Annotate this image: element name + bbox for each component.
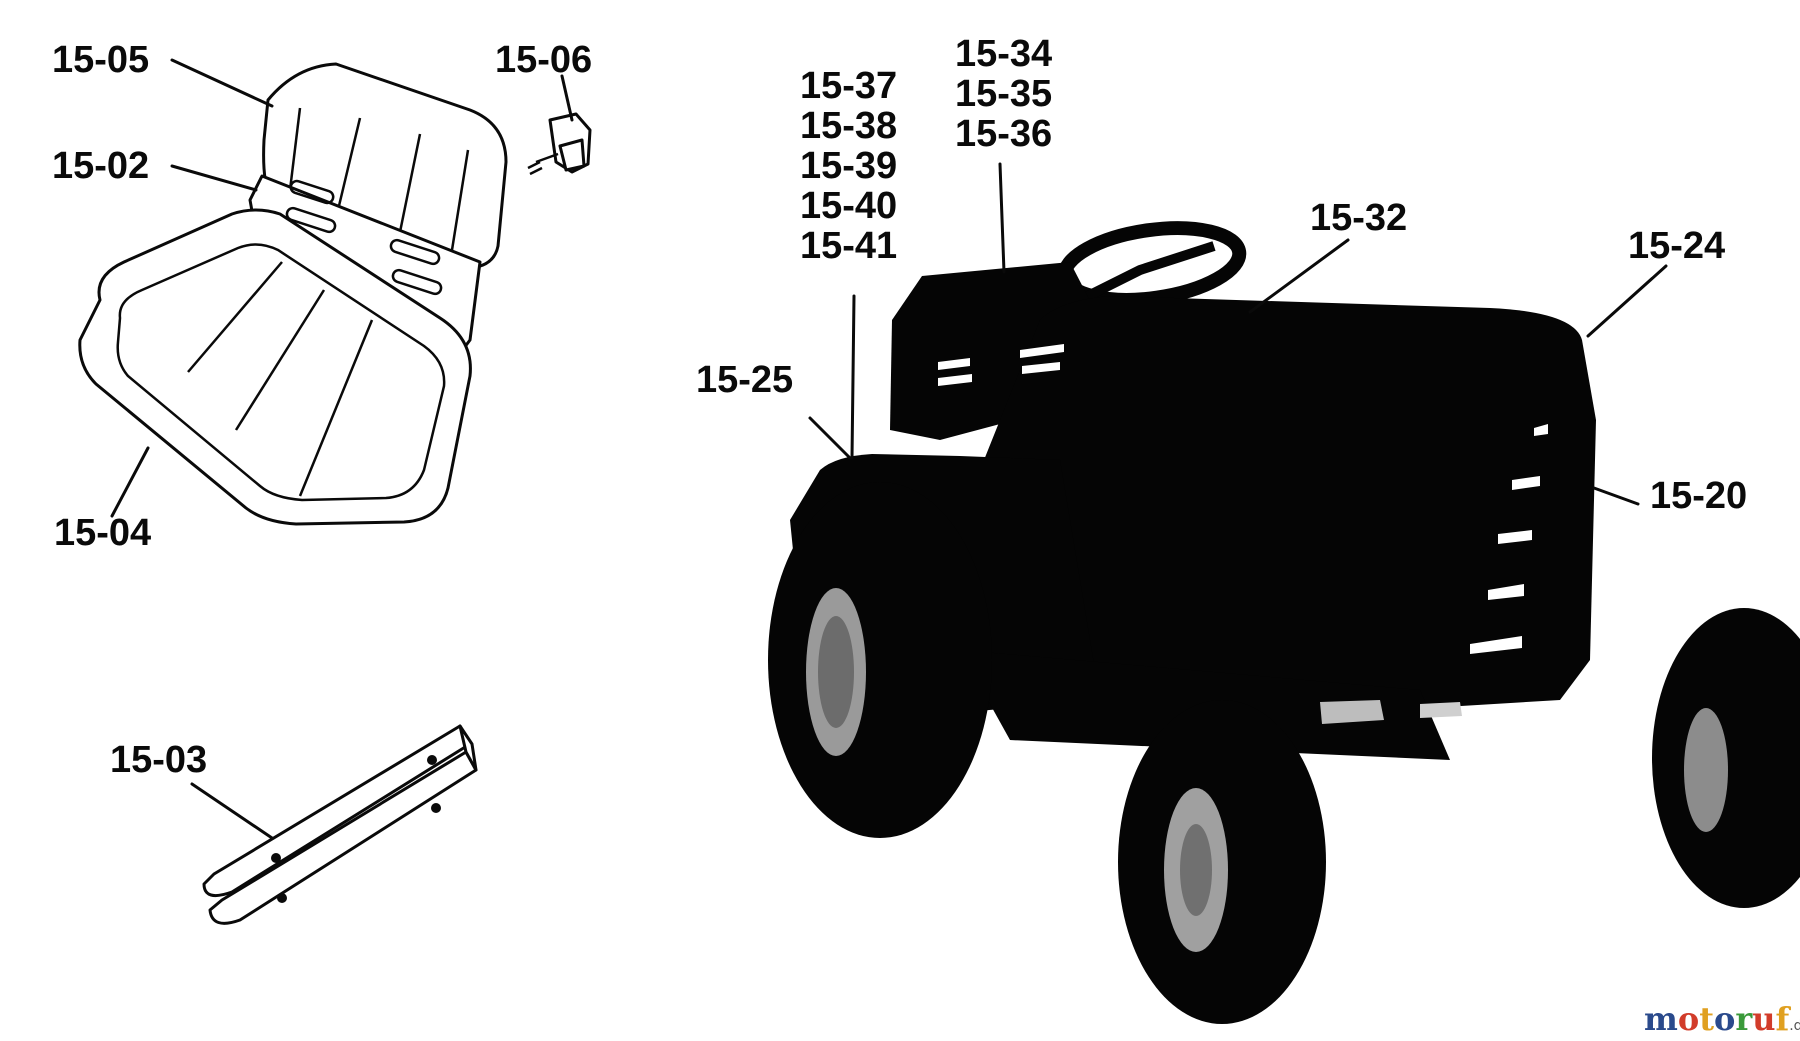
leader-lines [110,58,1668,840]
watermark-logo: motoruf.de [1644,1000,1800,1038]
label-15-03: 15-03 [110,739,207,781]
label-15-24: 15-24 [1628,225,1725,267]
label-15-36: 15-36 [955,113,1052,155]
label-15-37: 15-37 [800,65,897,107]
label-15-39: 15-39 [800,145,897,187]
seat-illustration [78,62,508,526]
watermark-letter: u [1752,1000,1775,1038]
watermark-letter: o [1714,1000,1735,1038]
label-15-02: 15-02 [52,145,149,187]
svg-text:motoruf.de: motoruf.de [1644,1000,1800,1038]
label-15-05: 15-05 [52,39,149,81]
watermark-letter: r [1735,1000,1753,1038]
label-15-06: 15-06 [495,39,592,81]
label-15-34: 15-34 [955,33,1052,75]
label-15-38: 15-38 [800,105,897,147]
watermark-letter: t [1699,1000,1714,1038]
label-15-20: 15-20 [1650,475,1747,517]
mounting-strap [202,724,478,925]
label-15-25: 15-25 [696,359,793,401]
tractor-illustration [768,221,1800,1024]
label-15-35: 15-35 [955,73,1052,115]
label-15-40: 15-40 [800,185,897,227]
watermark-letter: f [1775,1000,1791,1038]
watermark-letter: m [1644,1000,1678,1038]
watermark-suffix: .de [1789,1018,1800,1034]
watermark-letter: o [1678,1000,1699,1038]
part-labels: 15-05 15-06 15-02 15-04 15-03 15-37 15-3… [52,33,1747,781]
label-15-32: 15-32 [1310,197,1407,239]
seat-knob-hardware [527,112,592,176]
label-15-41: 15-41 [800,225,897,267]
label-15-04: 15-04 [54,512,151,554]
